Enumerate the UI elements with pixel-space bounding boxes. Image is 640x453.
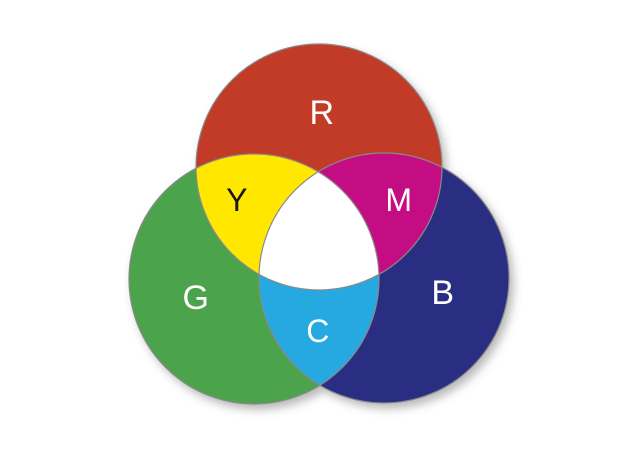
label-red: R — [309, 94, 334, 132]
white-center-region — [259, 154, 379, 290]
label-yellow: Y — [226, 182, 248, 218]
label-green: G — [183, 279, 210, 317]
label-cyan: C — [306, 313, 330, 349]
green-circle-outline — [128, 153, 380, 405]
blue-circle-outline — [258, 152, 510, 404]
label-magenta: M — [385, 182, 412, 218]
venn-circles-group — [128, 43, 510, 405]
label-blue: B — [431, 274, 454, 312]
